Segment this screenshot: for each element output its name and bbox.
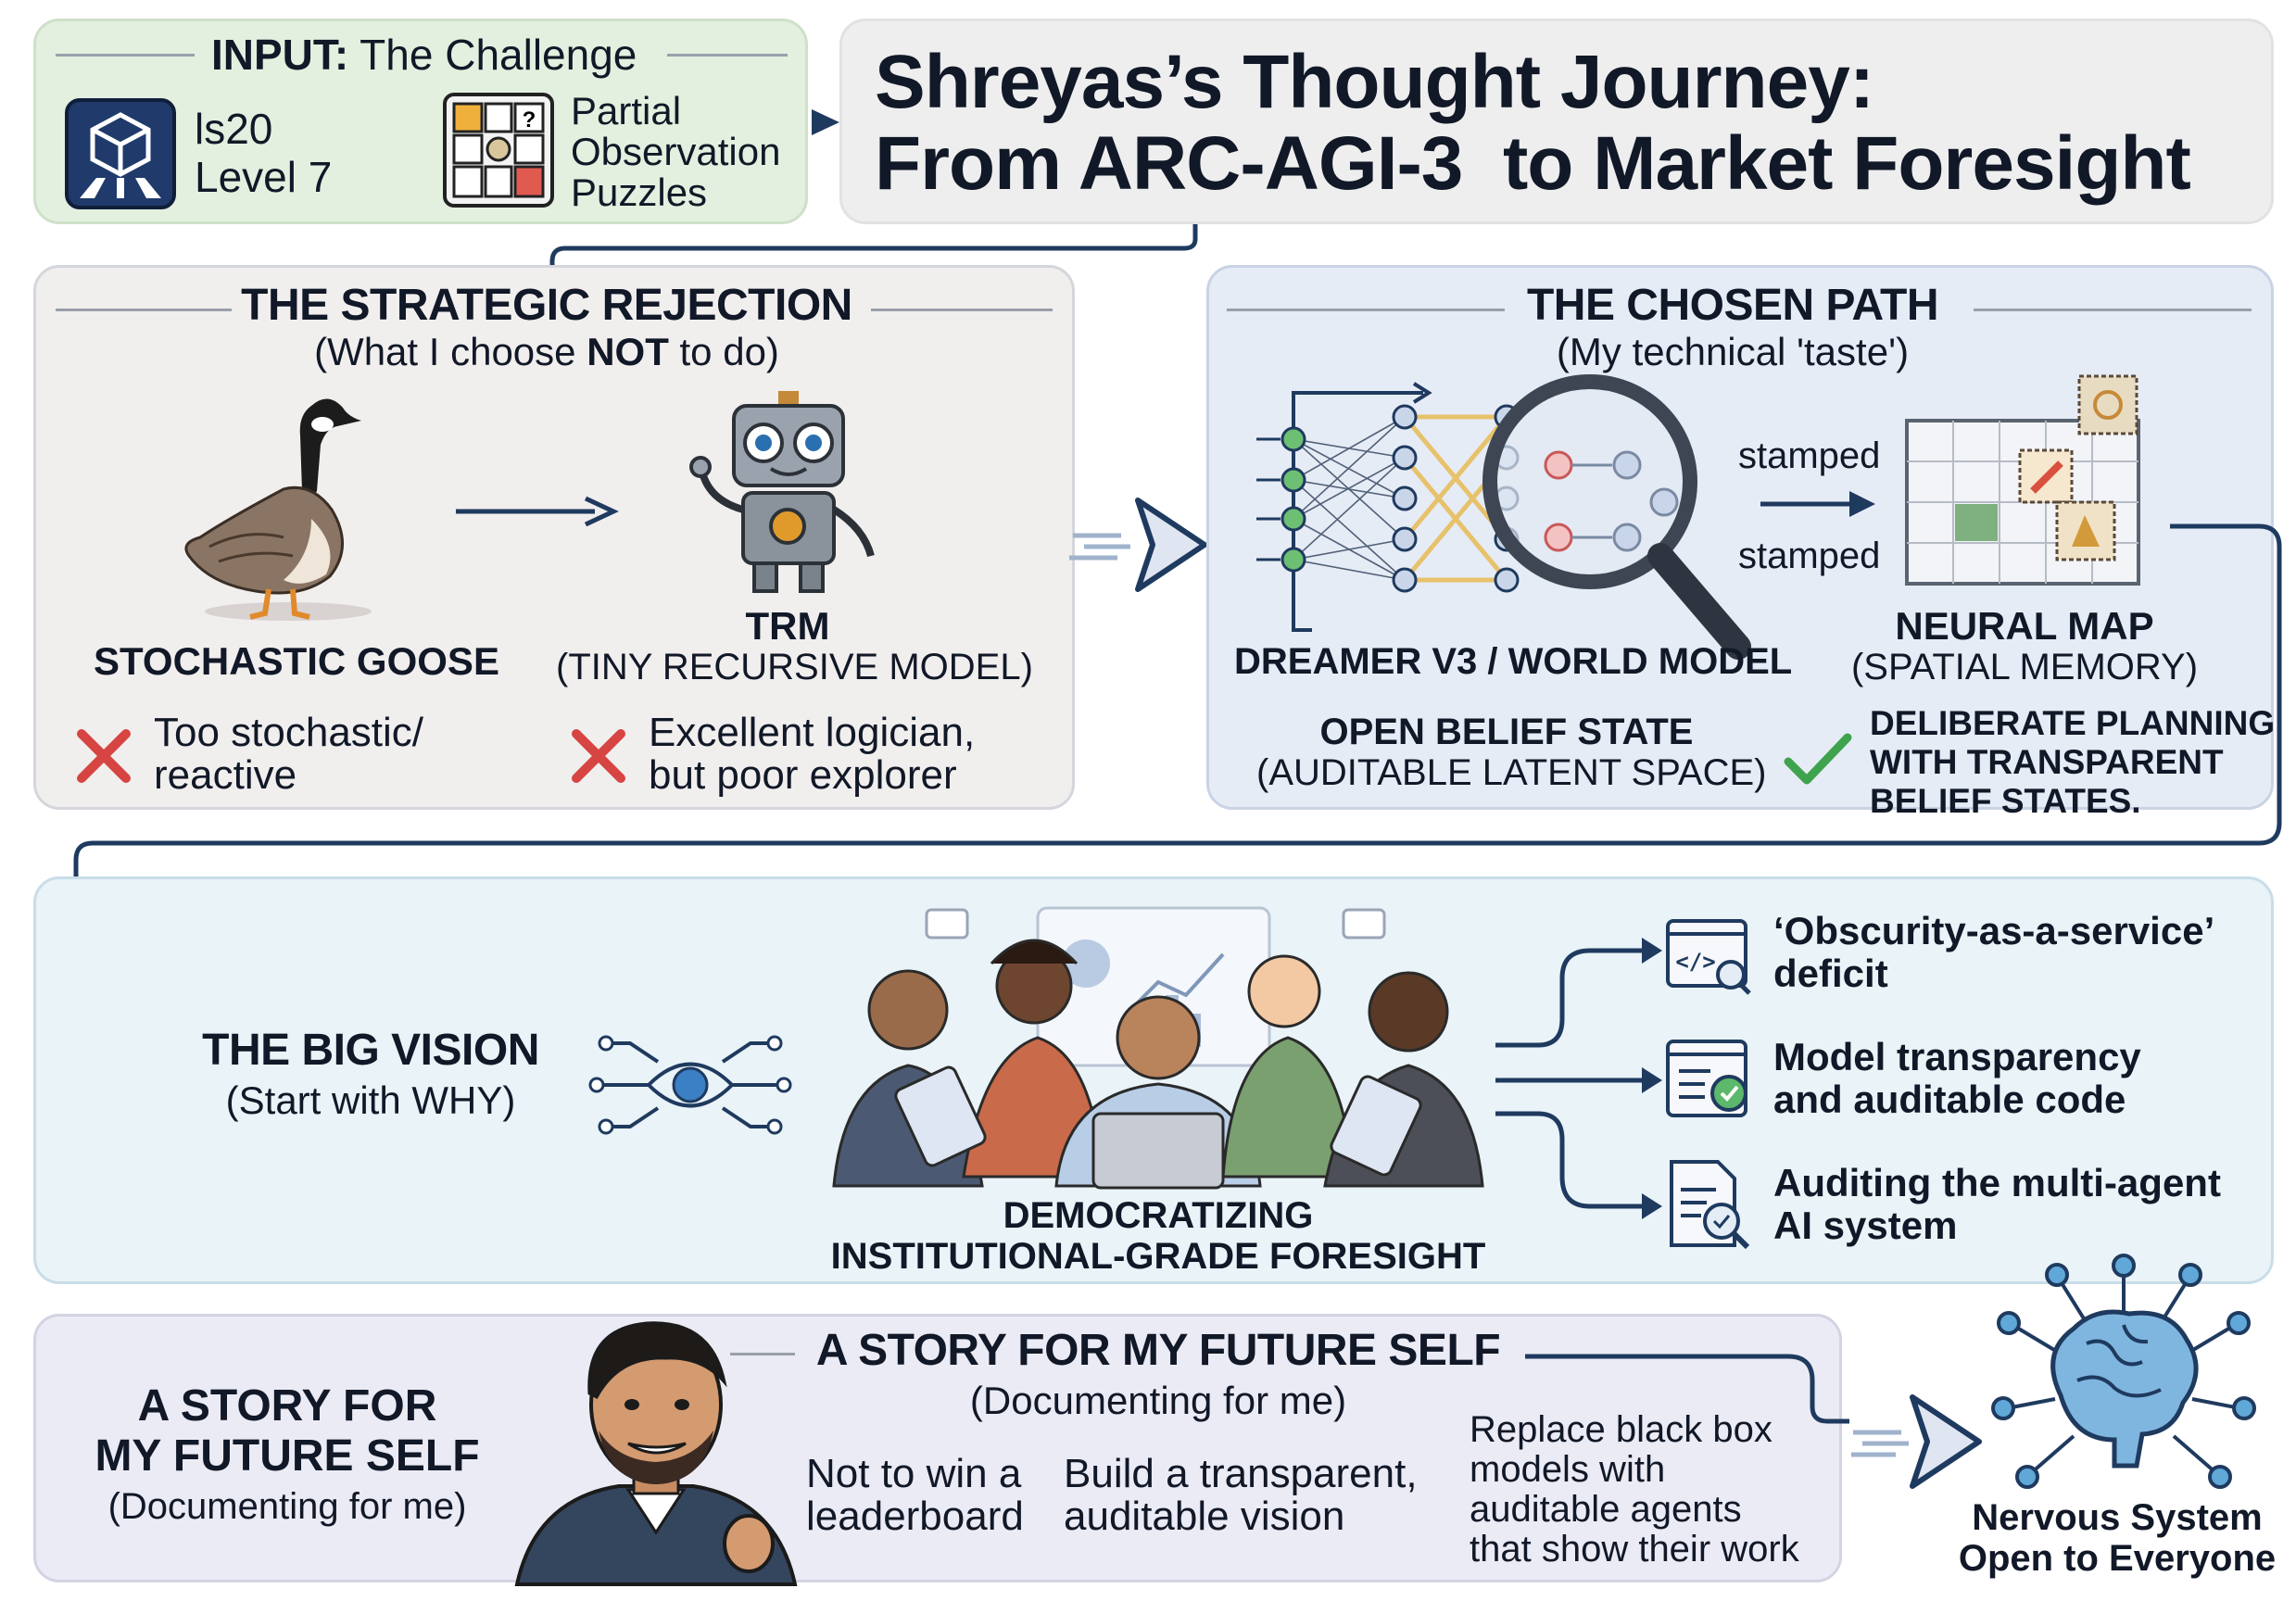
story-col-1-line-2: leaderboard: [806, 1494, 1024, 1539]
vision-item-2-line-1: Model transparency: [1773, 1035, 2141, 1078]
divider: [667, 54, 788, 57]
level-label: Level 7: [195, 153, 333, 201]
divider: [1974, 309, 2252, 311]
vision-item-1-line-2: deficit: [1773, 952, 1888, 995]
cube-icon: [65, 98, 176, 209]
svg-text:?: ?: [523, 107, 536, 132]
story-col-2-line-2: auditable vision: [1064, 1494, 1345, 1539]
svg-text:</>: </>: [1675, 949, 1715, 975]
goose-label: STOCHASTIC GOOSE: [94, 639, 499, 683]
arrow-right-icon: [812, 109, 839, 135]
democratizing-line-1: DEMOCRATIZING: [1003, 1195, 1314, 1236]
motion-arrow-icon: [1069, 498, 1207, 592]
divider: [56, 309, 232, 311]
puzzles-label: Puzzles: [571, 170, 708, 214]
code-window-icon: </>: [1666, 919, 1751, 995]
goose-illustration: [184, 398, 372, 621]
neural-map-grid-icon: [1905, 374, 2140, 586]
vision-item-1-line-1: ‘Obscurity-as-a-service’: [1773, 909, 2215, 952]
democratizing-line-2: INSTITUTIONAL-GRADE FORESIGHT: [830, 1236, 1486, 1277]
story-heading: A STORY FOR MY FUTURE SELF: [815, 1326, 1501, 1375]
story-left-sub: (Documenting for me): [107, 1486, 467, 1527]
title-line-2: From ARC-AGI-3 to Market Foresight: [875, 121, 2191, 206]
portrait-illustration: [514, 1321, 798, 1586]
story-col-3-line-4: that show their work: [1470, 1529, 1799, 1569]
story-col-2-line-1: Build a transparent,: [1064, 1451, 1418, 1496]
team-illustration: [832, 906, 1484, 1190]
title-line-1: Shreyas’s Thought Journey:: [875, 40, 1874, 124]
partial-label: Partial: [571, 89, 682, 132]
title-panel: [839, 19, 2274, 224]
motion-arrow-icon: [1851, 1394, 1982, 1489]
vision-item-2-line-2: and auditable code: [1773, 1078, 2126, 1121]
story-col-1-line-1: Not to win a: [806, 1451, 1022, 1496]
plan-line-3: BELIEF STATES.: [1870, 782, 2141, 820]
document-search-icon: [1670, 1160, 1750, 1250]
vision-item-3-line-1: Auditing the multi-agent: [1773, 1161, 2221, 1204]
goose-reason-2: reactive: [154, 752, 297, 798]
fan-out-arrows: [1495, 938, 1662, 1219]
stamped-label-2: stamped: [1738, 536, 1881, 576]
map-sublabel: (SPATIAL MEMORY): [1850, 647, 2199, 687]
story-left-line-1: A STORY FOR: [137, 1381, 437, 1431]
trm-reason-2: but poor explorer: [649, 752, 957, 798]
story-subheading: (Documenting for me): [969, 1379, 1347, 1422]
brain-network-icon: [1991, 1254, 2256, 1489]
plan-line-1: DELIBERATE PLANNING: [1870, 704, 2276, 742]
input-heading: INPUT: The Challenge: [211, 30, 637, 80]
story-col-3-line-3: auditable agents: [1470, 1489, 1742, 1530]
divider: [871, 309, 1053, 311]
divider: [1227, 309, 1505, 311]
vision-subheading: (Start with WHY): [225, 1078, 516, 1122]
divider: [730, 1353, 795, 1355]
story-col-3-line-1: Replace black box: [1470, 1409, 1772, 1450]
connector-arrow: [1525, 1354, 1849, 1424]
ls20-label: ls20: [195, 105, 273, 153]
input-heading-rest: The Challenge: [348, 31, 637, 79]
story-col-3-line-2: models with: [1470, 1449, 1666, 1490]
belief-sublabel: (AUDITABLE LATENT SPACE): [1256, 752, 1767, 793]
brain-label-2: Open to Everyone: [1958, 1538, 2277, 1579]
neural-network-icon: [1256, 374, 1751, 660]
red-x-icon: [77, 729, 131, 783]
eye-circuit-icon: [588, 1035, 792, 1135]
goose-reason-1: Too stochastic/: [154, 710, 424, 755]
stamped-label-1: stamped: [1738, 435, 1881, 476]
input-heading-bold: INPUT:: [211, 31, 349, 79]
puzzle-grid-icon: ?: [443, 93, 554, 208]
brain-label-1: Nervous System: [1972, 1497, 2263, 1538]
sub-bold: NOT: [587, 330, 669, 373]
trm-reason-1: Excellent logician,: [649, 710, 976, 755]
chosen-heading: THE CHOSEN PATH: [1526, 281, 1939, 330]
trm-sublabel: (TINY RECURSIVE MODEL): [556, 647, 1033, 687]
story-left-line-2: MY FUTURE SELF: [95, 1431, 480, 1481]
plan-line-2: WITH TRANSPARENT: [1870, 743, 2224, 781]
red-x-icon: [572, 729, 625, 783]
dreamer-label: DREAMER V3 / WORLD MODEL: [1234, 641, 1793, 682]
sub-pre: (What I choose: [314, 330, 587, 373]
vision-item-3-line-2: AI system: [1773, 1204, 1958, 1247]
checklist-window-icon: [1666, 1040, 1747, 1117]
observation-label: Observation: [571, 130, 781, 173]
robot-illustration: [689, 391, 875, 593]
rejection-heading: THE STRATEGIC REJECTION: [241, 281, 852, 330]
sub-post: to do): [668, 330, 779, 373]
map-label: NEURAL MAP: [1895, 604, 2154, 648]
green-check-icon: [1784, 733, 1852, 785]
belief-label: OPEN BELIEF STATE: [1319, 712, 1694, 752]
vision-heading: THE BIG VISION: [202, 1026, 539, 1075]
chosen-subheading: (My technical 'taste'): [1556, 330, 1910, 373]
arrow-right-icon: [1760, 491, 1875, 517]
divider: [56, 54, 195, 57]
rejection-subheading: (What I choose NOT to do): [222, 330, 871, 374]
arrow-right-icon: [456, 496, 619, 527]
trm-label: TRM: [745, 604, 830, 648]
